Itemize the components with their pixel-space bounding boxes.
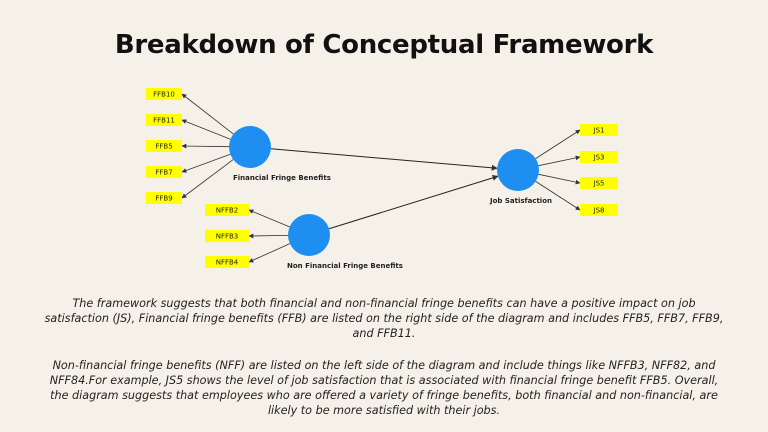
indicator-label-js8: JS8 [593, 207, 605, 215]
indicator-box-js1 [580, 124, 618, 136]
indicator-box-nffb3 [205, 230, 249, 242]
indicator-label-js3: JS3 [593, 154, 605, 162]
indicator-box-js5 [580, 177, 618, 189]
indicator-label-ffb10: FFB10 [153, 91, 175, 99]
indicator-arrow-ffb7 [181, 153, 231, 173]
page-title: Breakdown of Conceptual Framework [114, 30, 654, 60]
indicator-label-nffb3: NFFB3 [216, 233, 239, 241]
indicator-box-ffb5 [146, 140, 182, 152]
indicator-box-ffb9 [146, 192, 182, 204]
indicator-box-nffb2 [205, 204, 249, 216]
construct-node-ffb [229, 126, 271, 168]
construct-node-js [497, 149, 539, 191]
indicator-arrow-ffb10 [181, 93, 234, 135]
indicator-arrow-js3 [538, 155, 581, 167]
indicator-arrow-ffb11 [181, 119, 231, 140]
indicator-arrow-ffb5 [181, 143, 230, 149]
indicator-arrow-js1 [535, 129, 581, 159]
indicator-label-js5: JS5 [593, 180, 605, 188]
indicator-label-ffb7: FFB7 [155, 169, 172, 177]
indicator-arrow-nffb2 [248, 209, 290, 228]
indicator-arrow-js5 [538, 173, 581, 185]
construct-label-nff: Non Financial Fringe Benefits [287, 262, 403, 270]
indicator-arrow-nffb3 [248, 233, 289, 239]
description-paragraph-2: Non-financial fringe benefits (NFF) are … [49, 359, 719, 417]
indicator-arrow-ffb9 [181, 159, 234, 199]
indicator-label-nffb2: NFFB2 [216, 207, 239, 215]
indicator-label-ffb5: FFB5 [155, 143, 172, 151]
indicator-arrow-nffb4 [248, 243, 291, 263]
indicator-box-ffb11 [146, 114, 182, 126]
construct-label-js: Job Satisfaction [489, 197, 552, 205]
indicator-label-js1: JS1 [593, 127, 605, 135]
construct-node-nff [288, 214, 330, 256]
path-ffb-to-js [270, 148, 498, 171]
path-nff-to-js [328, 174, 499, 230]
conceptual-framework-diagram: Financial Fringe Benefits FFB10FFB11FFB5F… [146, 88, 618, 270]
indicator-label-ffb9: FFB9 [155, 195, 172, 203]
indicator-box-js8 [580, 204, 618, 216]
indicator-box-nffb4 [205, 256, 249, 268]
indicator-box-ffb7 [146, 166, 182, 178]
construct-label-ffb: Financial Fringe Benefits [233, 174, 331, 182]
indicator-arrow-js8 [535, 181, 581, 211]
indicator-label-ffb11: FFB11 [153, 117, 175, 125]
indicator-box-js3 [580, 151, 618, 163]
indicator-label-nffb4: NFFB4 [216, 259, 239, 267]
indicator-box-ffb10 [146, 88, 182, 100]
description-paragraph-1: The framework suggests that both financi… [44, 297, 724, 340]
